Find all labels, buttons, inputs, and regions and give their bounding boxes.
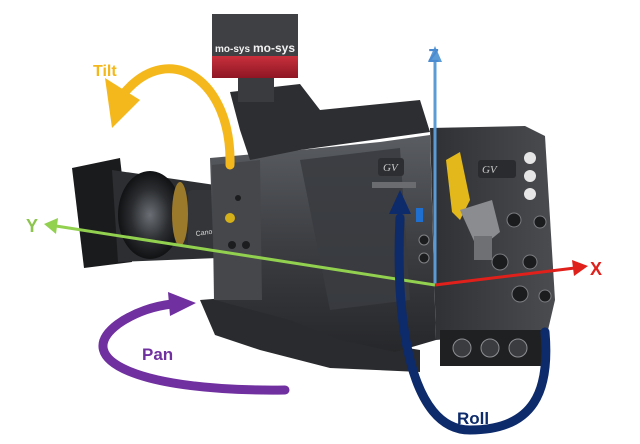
bottom-connector: [508, 338, 528, 358]
lens-grip: [188, 190, 216, 248]
panel-knob: [511, 285, 529, 303]
axis-y-label: Y: [26, 216, 38, 236]
front-button: [228, 241, 236, 249]
bottom-connector: [452, 338, 472, 358]
panel-knob: [506, 212, 522, 228]
pan-label: Pan: [142, 345, 173, 364]
shoulder-pad: [200, 292, 420, 372]
panel-knob: [524, 170, 536, 182]
panel-logo-badge: [478, 160, 516, 178]
rotation-roll: Roll: [389, 190, 551, 435]
lens-brand-text: Canon: [195, 228, 217, 238]
connector: [418, 252, 430, 264]
pan-arrowhead: [168, 292, 196, 316]
axis-z-arrowhead: [428, 46, 442, 62]
bottom-connector: [480, 338, 500, 358]
front-button-yellow: [225, 213, 235, 223]
connector: [418, 234, 430, 246]
axis-y: Y: [26, 216, 436, 287]
camera-illustration: Canon GV mo-sys mo-sys GV: [72, 14, 555, 372]
rotation-tilt: Tilt: [93, 63, 235, 170]
rotation-pan: Pan: [98, 292, 290, 395]
usb-port: [416, 208, 423, 222]
roll-label: Roll: [457, 409, 489, 428]
tilt-arrowhead: [105, 78, 140, 128]
roll-arrow-path: [394, 213, 551, 435]
body-nameplate: [372, 182, 416, 188]
body-logo-badge: [378, 158, 404, 176]
rear-yellow-slot: [446, 152, 470, 220]
axis-y-arrowhead: [44, 218, 58, 234]
axis-y-line: [55, 224, 436, 287]
panel-knob: [491, 253, 509, 271]
body-logo: GV: [383, 162, 399, 174]
panel-logo: GV: [482, 164, 498, 176]
axis-x-label: X: [590, 259, 602, 279]
tilt-label: Tilt: [93, 63, 117, 80]
pan-arrow-path: [98, 299, 290, 395]
axis-z-label: Z: [428, 46, 439, 66]
front-button: [242, 241, 250, 249]
tracker-box: [212, 14, 298, 56]
axis-x-line: [434, 266, 576, 287]
axis-z: Z: [428, 46, 442, 285]
tracker-brand-left: mo-sys: [215, 44, 250, 55]
tracker-brand-right: mo-sys: [253, 41, 295, 55]
tilt-arrow-path: [120, 64, 235, 170]
panel-knob: [522, 254, 538, 270]
lens-ring-gold: [172, 182, 188, 246]
front-plate: [212, 160, 262, 300]
panel-knob: [524, 188, 536, 200]
axis-x: X: [434, 259, 602, 287]
tracker-stripe: [212, 56, 298, 78]
panel-knob: [533, 215, 547, 229]
panel-knob: [524, 152, 536, 164]
axis-x-arrowhead: [572, 260, 588, 276]
connector-cluster: [474, 236, 492, 260]
panel-knob: [538, 289, 552, 303]
front-button: [235, 195, 241, 201]
roll-arrowhead: [389, 190, 411, 214]
top-handle: [230, 84, 430, 160]
